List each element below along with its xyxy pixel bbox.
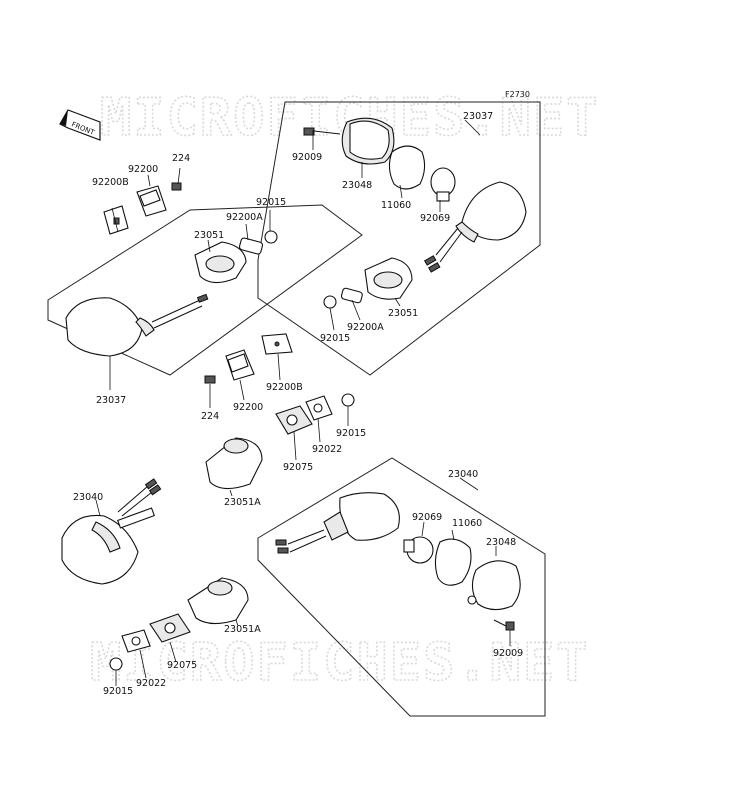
label-11060-bottom: 11060 [452,518,482,529]
label-23037-left: 23037 [96,395,126,406]
label-92075-bottom: 92075 [167,660,197,671]
holder-23051-left [194,241,247,284]
figure-id: F2730 [505,90,530,99]
label-92075-mid: 92075 [283,462,313,473]
label-92015-right: 92015 [320,333,350,344]
label-92200-top: 92200 [128,164,158,175]
gasket-11060-bottom [434,538,472,586]
screw-92009-bottom [493,619,515,631]
lens-23048-top [341,117,395,165]
part-labels: 23037 92009 23048 11060 92069 23051 9220… [73,111,523,697]
label-92009-top: 92009 [292,152,322,163]
plate-92200A-left [238,237,264,255]
label-23040-right: 23040 [448,469,478,480]
front-arrow-icon: FRONT [59,109,101,141]
grommet-92075-mid [275,405,313,435]
bracket-92200B-top [103,205,129,235]
label-23048-bottom: 23048 [486,537,516,548]
label-23037-right: 23037 [463,111,493,122]
holder-23051A-mid [205,437,263,490]
nut-92015-bottom [109,657,123,671]
screw-224-top [171,182,182,191]
bulb-92069-bottom [403,536,434,564]
label-92015-top: 92015 [256,197,286,208]
label-23051-left: 23051 [194,230,224,241]
label-92009-bottom: 92009 [493,648,523,659]
plate-92200A-right [340,287,363,304]
plate-92022-mid [305,395,333,421]
label-92015-bottom: 92015 [103,686,133,697]
label-224-mid: 224 [201,411,219,422]
holder-23051A-bottom [187,577,249,625]
label-92200A-top: 92200A [226,212,263,223]
nut-92015-left [264,230,278,244]
bracket-92200B-mid [261,333,293,355]
label-23051A-mid: 23051A [224,497,261,508]
label-92022-mid: 92022 [312,444,342,455]
signal-housing-23037-right [423,181,527,273]
nut-92015-mid [341,393,355,407]
leader-lines [95,119,511,686]
label-23051-right: 23051 [388,308,418,319]
label-23048-top: 23048 [342,180,372,191]
label-92200B-mid: 92200B [266,382,303,393]
label-92200A-right: 92200A [347,322,384,333]
bracket-92200-top [136,185,167,217]
signal-housing-23037-left [65,293,209,357]
label-224-top: 224 [172,153,190,164]
label-92069-top: 92069 [420,213,450,224]
lens-23048-bottom [467,560,521,611]
label-92015-mid: 92015 [336,428,366,439]
bulb-92069-top [430,167,456,202]
label-92200-mid: 92200 [233,402,263,413]
screw-92009-top [303,127,341,136]
label-11060-top: 11060 [381,200,411,211]
holder-23051-right [364,257,413,300]
label-92200B-top: 92200B [92,177,129,188]
label-92069-bottom: 92069 [412,512,442,523]
nut-92015-right [323,295,337,309]
signal-housing-23040-left [61,478,162,585]
gasket-11060-top [388,145,426,190]
label-92022-bottom: 92022 [136,678,166,689]
screw-224-mid [204,375,216,384]
frame-right-top [257,101,541,376]
frame-left-top [47,204,363,376]
frame-right-bottom [257,457,546,717]
signal-housing-23040-right [275,492,400,554]
plate-92022-bottom [121,629,151,653]
label-23051A-bottom: 23051A [224,624,261,635]
label-23040-left: 23040 [73,492,103,503]
grommet-92075-bottom [149,613,191,643]
bracket-92200-mid [225,349,255,381]
